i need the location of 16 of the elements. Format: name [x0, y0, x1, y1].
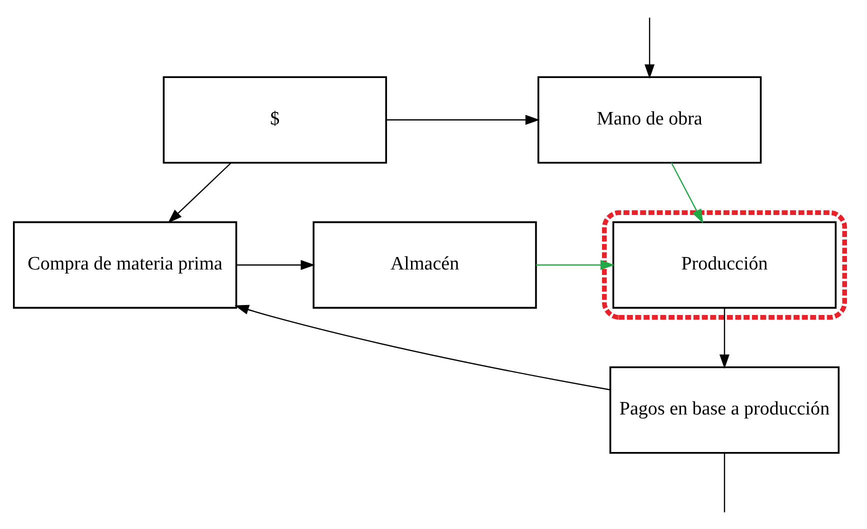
cluster: [602, 210, 846, 320]
arrow: [644, 17, 654, 78]
arrow: [386, 114, 540, 124]
node-box: Almacén: [312, 220, 536, 308]
arrow: [719, 307, 729, 368]
arrow: [670, 162, 703, 223]
arrow: [167, 162, 232, 223]
arrow: [236, 260, 315, 270]
connector: [723, 452, 725, 512]
node-box: $: [162, 76, 387, 164]
node-box: Mano de obra: [536, 76, 762, 164]
arrow: [234, 304, 610, 390]
node-box: Compra de materia prima: [12, 220, 237, 308]
arrow: [536, 260, 614, 270]
node-box: Pagos en base a producción: [608, 366, 840, 454]
node-box: Producción: [612, 220, 836, 308]
